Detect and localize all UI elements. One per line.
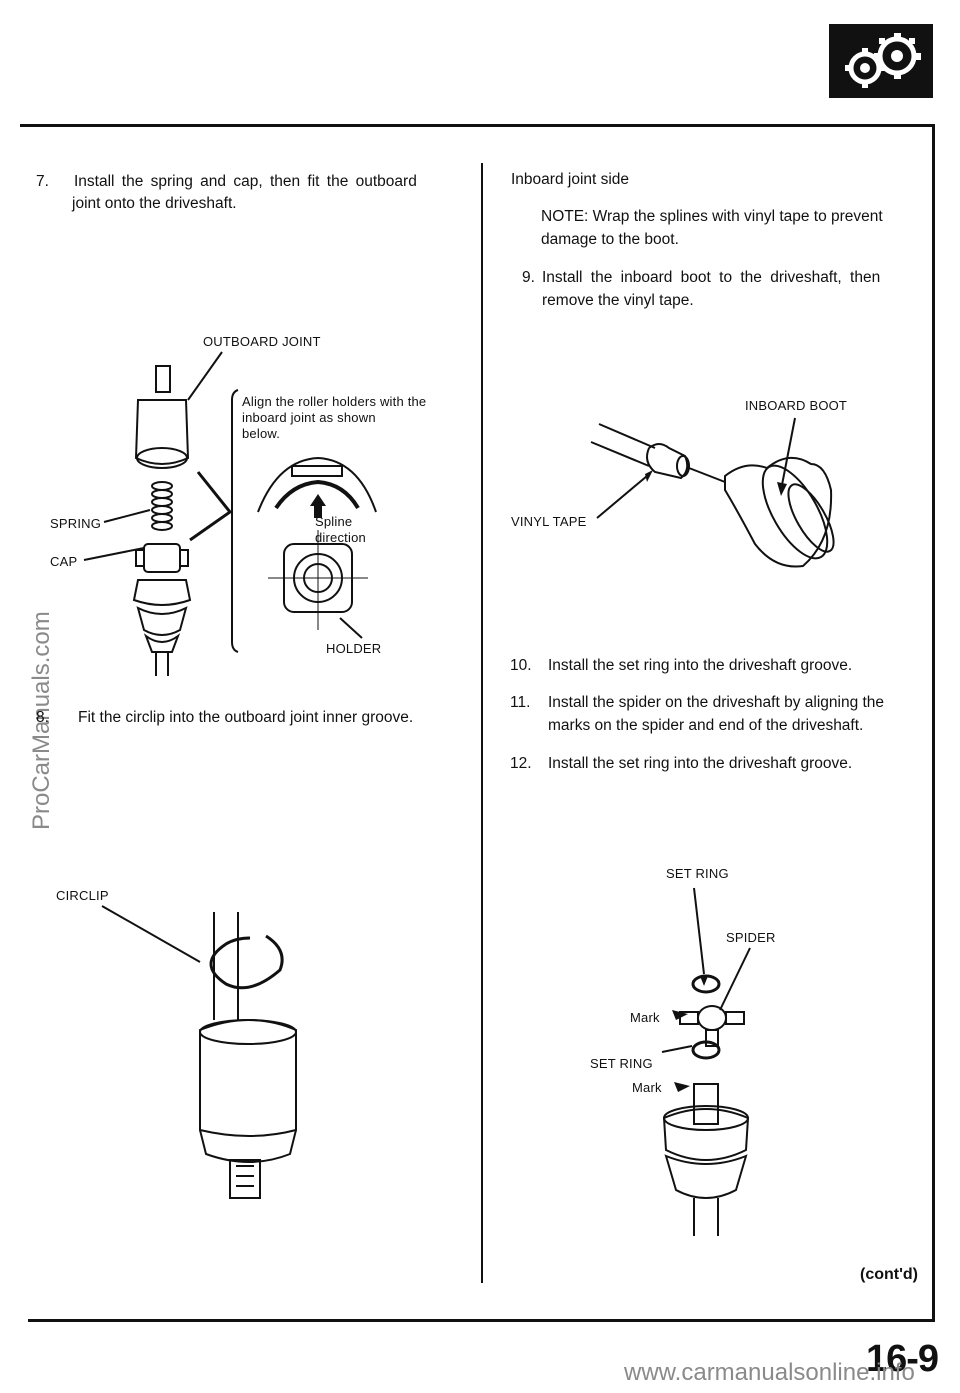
step-7-line2: joint onto the driveshaft. — [72, 195, 237, 212]
outboard-joint-drawing — [83, 351, 377, 676]
inboard-boot-label: INBOARD BOOT — [745, 398, 848, 413]
step-11: 11. Install the spider on the driveshaft… — [510, 691, 920, 739]
step-11-line1: Install the spider on the driveshaft by … — [548, 694, 885, 711]
section-gear-icon — [829, 24, 933, 98]
holder-label: HOLDER — [326, 641, 382, 656]
step-10-number: 10. — [510, 657, 532, 674]
outboard-joint-label: OUTBOARD JOINT — [203, 334, 321, 349]
step-7: 7. Install the spring and cap, then fit … — [36, 170, 456, 218]
spider-label: SPIDER — [726, 930, 776, 945]
page-number: 16-9 — [866, 1338, 939, 1380]
figure-circlip: CIRCLIP — [50, 880, 350, 1220]
align-note-line2: inboard joint as shown — [242, 410, 376, 425]
step-9-number: 9. — [522, 269, 535, 286]
bottom-rule — [28, 1319, 935, 1322]
right-rule — [932, 124, 935, 1322]
spring-label: SPRING — [50, 516, 102, 531]
align-note-line3: below. — [242, 426, 281, 441]
contd-label: (cont'd) — [860, 1266, 919, 1283]
top-rule — [20, 124, 934, 127]
step-9-line1: Install the inboard boot to the drivesha… — [542, 269, 881, 286]
inboard-boot-drawing — [590, 417, 835, 568]
step-10-text: Install the set ring into the driveshaft… — [548, 657, 853, 674]
step-12: 12. Install the set ring into the drives… — [510, 752, 920, 776]
mark-label-2: Mark — [632, 1080, 662, 1095]
step-11-line2: marks on the spider and end of the drive… — [548, 717, 864, 734]
step-12-text: Install the set ring into the driveshaft… — [548, 755, 853, 772]
set-ring-top-label: SET RING — [666, 866, 729, 881]
step-9: 9. Install the inboard boot to the drive… — [522, 266, 922, 314]
set-ring-bottom-label: SET RING — [590, 1056, 653, 1071]
step-12-number: 12. — [510, 755, 532, 772]
spline-label-1: Spline — [315, 514, 353, 529]
footer-watermark: www.carmanualsonline.info — [624, 1359, 915, 1386]
mark-label-1: Mark — [630, 1010, 660, 1025]
spider-drawing — [661, 887, 751, 1236]
circlip-label: CIRCLIP — [56, 888, 109, 903]
note-line2: damage to the boot. — [541, 231, 679, 248]
figure-spider: SET RING SPIDER Mark SET RING Mark — [580, 860, 820, 1240]
align-note-line1: Align the roller holders with the — [242, 394, 427, 409]
step-8-text: Fit the circlip into the outboard joint … — [78, 709, 414, 726]
step-8-number: 8. — [36, 709, 49, 726]
circlip-drawing — [101, 905, 297, 1199]
cap-label: CAP — [50, 554, 78, 569]
step-8: 8. Fit the circlip into the outboard joi… — [36, 706, 456, 730]
note-line1: NOTE: Wrap the splines with vinyl tape t… — [541, 208, 883, 225]
step-7-line1: Install the spring and cap, then fit the… — [74, 173, 417, 190]
figure-outboard-joint: OUTBOARD JOINT Align the roller holders … — [40, 330, 460, 680]
inboard-heading: Inboard joint side — [511, 171, 630, 188]
step-9-line2: remove the vinyl tape. — [542, 292, 694, 309]
step-11-number: 11. — [510, 694, 531, 711]
figure-inboard-boot: INBOARD BOOT VINYL TAPE — [505, 390, 925, 590]
vinyl-tape-label: VINYL TAPE — [511, 514, 587, 529]
spline-label-2: direction — [315, 530, 366, 545]
column-divider — [481, 163, 483, 1283]
step-7-number: 7. — [36, 173, 49, 190]
step-10: 10. Install the set ring into the drives… — [510, 654, 920, 678]
